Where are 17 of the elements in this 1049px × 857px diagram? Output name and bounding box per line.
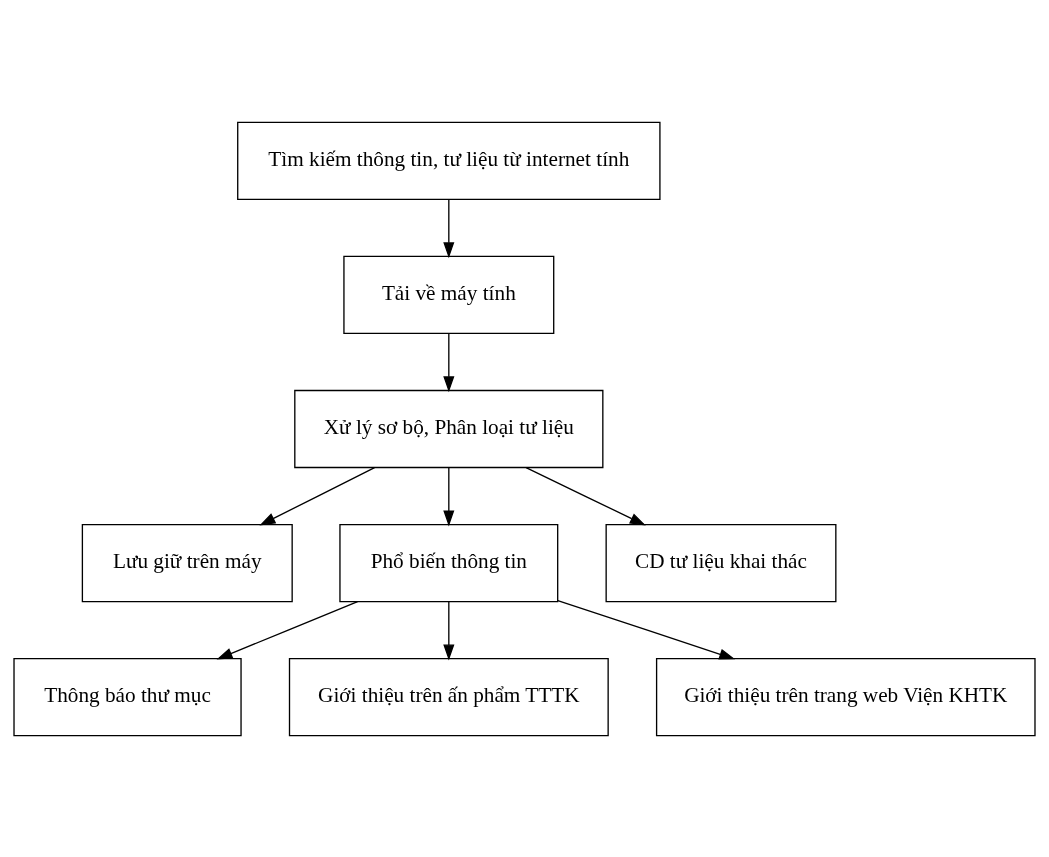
node-box: Thông báo thư mục [13,657,242,736]
arrow [525,466,646,525]
arrow [443,332,455,392]
node-box: Xử lý sơ bộ, Phân loại tư liệu [294,389,604,468]
arrow [443,600,455,660]
arrow [443,466,455,526]
node-box: Giới thiệu trên ấn phẩm TTTK [288,657,609,736]
node-box: Tìm kiếm thông tin, tư liệu từ internet tính [237,121,661,200]
arrow [557,599,736,659]
node-box: Lưu giữ trên máy [81,523,293,602]
node-box: CD tư liệu khai thác [605,523,837,602]
arrow [443,198,455,258]
arrow [259,466,376,525]
node-box: Tải về máy tính [343,255,555,334]
arrow [216,600,359,659]
node-box: Giới thiệu trên trang web Viện KHTK [655,657,1036,736]
node-box: Phổ biến thông tin [339,523,559,602]
